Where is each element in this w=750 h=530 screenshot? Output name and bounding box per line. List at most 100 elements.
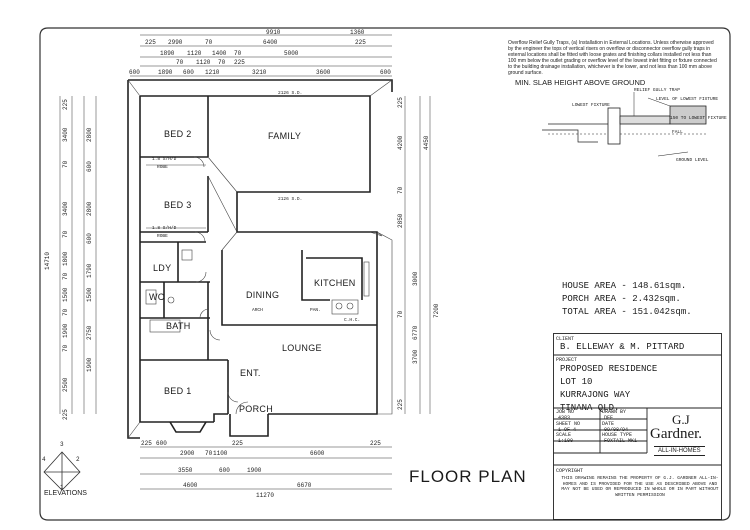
- left-dim-o1: 3400: [62, 127, 69, 142]
- left-dim-i6: 2750: [86, 325, 93, 340]
- bottom-dim-overall: 11270: [256, 492, 275, 499]
- left-dim-i4: 1790: [86, 263, 93, 278]
- right-dim-o4: 3000: [412, 271, 419, 286]
- top-dim-r5-3: 1210: [205, 69, 220, 76]
- chc-label: C.H.C.: [344, 318, 361, 323]
- bottom-dim-r1-1: 600: [156, 440, 167, 447]
- top-dim-r4-1: 1120: [196, 59, 211, 66]
- left-dim-total: 14710: [44, 251, 51, 270]
- room-porch: PORCH: [239, 404, 274, 414]
- top-dim-r3-4: 5000: [284, 50, 299, 57]
- left-dim-o11: 2500: [62, 377, 69, 392]
- drawn-by: DFF: [604, 415, 614, 421]
- project-name: PROPOSED RESIDENCE: [560, 364, 658, 374]
- room-family: FAMILY: [268, 131, 302, 141]
- left-dim-o10: 70: [62, 344, 69, 352]
- slab-height-heading: MIN. SLAB HEIGHT ABOVE GROUND: [515, 78, 646, 87]
- client-name: B. ELLEWAY & M. PITTARD: [560, 342, 685, 352]
- elevations-label: ELEVATIONS: [44, 490, 87, 497]
- room-bed-1: BED 1: [164, 386, 192, 396]
- bottom-dim-r1-5: 225: [232, 440, 243, 447]
- room-bath: BATH: [166, 321, 191, 331]
- right-dim-o2: 70: [397, 186, 404, 194]
- detail-label-fall: FALL: [672, 130, 683, 135]
- top-dim-r2-0: 225: [145, 39, 156, 46]
- left-dim-o6: 70: [62, 272, 69, 280]
- top-dim-r3-2: 1400: [212, 50, 227, 57]
- detail-label-150: 150 TO LOWEST FIXTURE: [670, 116, 727, 121]
- scale-value: 1:100: [558, 438, 574, 444]
- robe-door-bed2: 1.8 S/H/D: [152, 157, 177, 162]
- left-dim-o8: 70: [62, 308, 69, 316]
- detail-label-level: LEVEL OF LOWEST FIXTURE: [656, 97, 719, 102]
- drainage-notes: Overflow Relief Gully Traps, (a) Install…: [508, 40, 717, 76]
- drawn-by-label: DRAWN BY: [602, 409, 627, 415]
- compass-right: 2: [76, 456, 80, 463]
- right-dim-o6: 3700: [412, 349, 419, 364]
- left-dim-o4: 70: [62, 230, 69, 238]
- detail-label-ground: GROUND LEVEL: [676, 158, 709, 163]
- scale-label: SCALE: [556, 432, 572, 438]
- right-dim-o1: 4200: [397, 135, 404, 150]
- total-area: TOTAL AREA - 151.042sqm.: [562, 307, 692, 317]
- client-label: CLIENT: [556, 336, 575, 342]
- sliding-door-2: 2126 S.D.: [278, 197, 303, 202]
- top-dim-r2-1: 2990: [168, 39, 183, 46]
- left-dim-i2: 2800: [86, 201, 93, 216]
- left-dim-o2: 70: [62, 160, 69, 168]
- top-dim-overall: 9910: [266, 29, 281, 36]
- bottom-dim-r3-1: 6670: [297, 482, 312, 489]
- house-type: FOXTAIL MK1: [604, 438, 638, 444]
- job-no: 4383: [558, 415, 571, 421]
- project-suburb: TINANA QLD.: [560, 403, 620, 413]
- porch-area: PORCH AREA - 2.432sqm.: [562, 294, 681, 304]
- compass-bottom: 1: [60, 484, 64, 491]
- right-dim-o0: 225: [397, 97, 404, 108]
- top-dim-r5-2: 600: [183, 69, 194, 76]
- right-dim-o5: 70: [397, 310, 404, 318]
- top-dim-r3-3: 70: [234, 50, 242, 57]
- top-dim-r3-1: 1120: [187, 50, 202, 57]
- room-entry: ENT.: [240, 368, 261, 378]
- bottom-dim-r1-4: 1100: [213, 450, 228, 457]
- top-dim-r5-1: 1890: [158, 69, 173, 76]
- robe-door-bed3: 1.8 S/H/D: [152, 226, 177, 231]
- left-dim-o0: 225: [62, 99, 69, 110]
- copyright-label: COPYRIGHT: [556, 468, 584, 474]
- drawing-title: FLOOR PLAN: [409, 467, 527, 486]
- left-dim-i3: 600: [86, 233, 93, 244]
- left-dim-i0: 2800: [86, 127, 93, 142]
- compass-top: 3: [60, 441, 64, 448]
- slab-detail-drawing: [542, 92, 707, 157]
- compass-left: 4: [42, 456, 46, 463]
- robe-label-bed3: ROBE: [157, 234, 168, 239]
- date-value: 09/08/94: [604, 427, 629, 433]
- left-dim-i5: 1500: [86, 287, 93, 302]
- right-dim-i2: 6770: [412, 325, 419, 340]
- top-dim-r4-0: 70: [176, 59, 184, 66]
- top-dim-r4-2: 70: [218, 59, 226, 66]
- brand-logo-gardner: Gardner.: [650, 426, 703, 442]
- detail-label-lowest-fixture: LOWEST FIXTURE: [572, 103, 610, 108]
- sheet-no: 1 OF 4: [558, 427, 577, 433]
- brand-logo-gj: G.J: [672, 412, 690, 427]
- room-ldy: LDY: [153, 263, 172, 273]
- arch-label: ARCH: [252, 308, 263, 313]
- room-kitchen: KITCHEN: [314, 278, 356, 288]
- right-dim-i0: 4450: [423, 135, 430, 150]
- room-lounge: LOUNGE: [282, 343, 322, 353]
- left-dim-o5: 1800: [62, 251, 69, 266]
- right-dim-o3: 2850: [397, 213, 404, 228]
- bottom-dim-r1-6: 6600: [310, 450, 325, 457]
- house-type-label: HOUSE TYPE: [602, 432, 633, 438]
- bottom-dim-r1-0: 225: [141, 440, 152, 447]
- house-area: HOUSE AREA - 148.61sqm.: [562, 281, 687, 291]
- project-street: KURRAJONG WAY: [560, 390, 631, 400]
- pantry-label: PAN.: [310, 308, 321, 313]
- left-dim-i1: 600: [86, 161, 93, 172]
- room-dining: DINING: [246, 290, 280, 300]
- bottom-dim-r3-0: 4600: [183, 482, 198, 489]
- left-dim-o12: 225: [62, 409, 69, 420]
